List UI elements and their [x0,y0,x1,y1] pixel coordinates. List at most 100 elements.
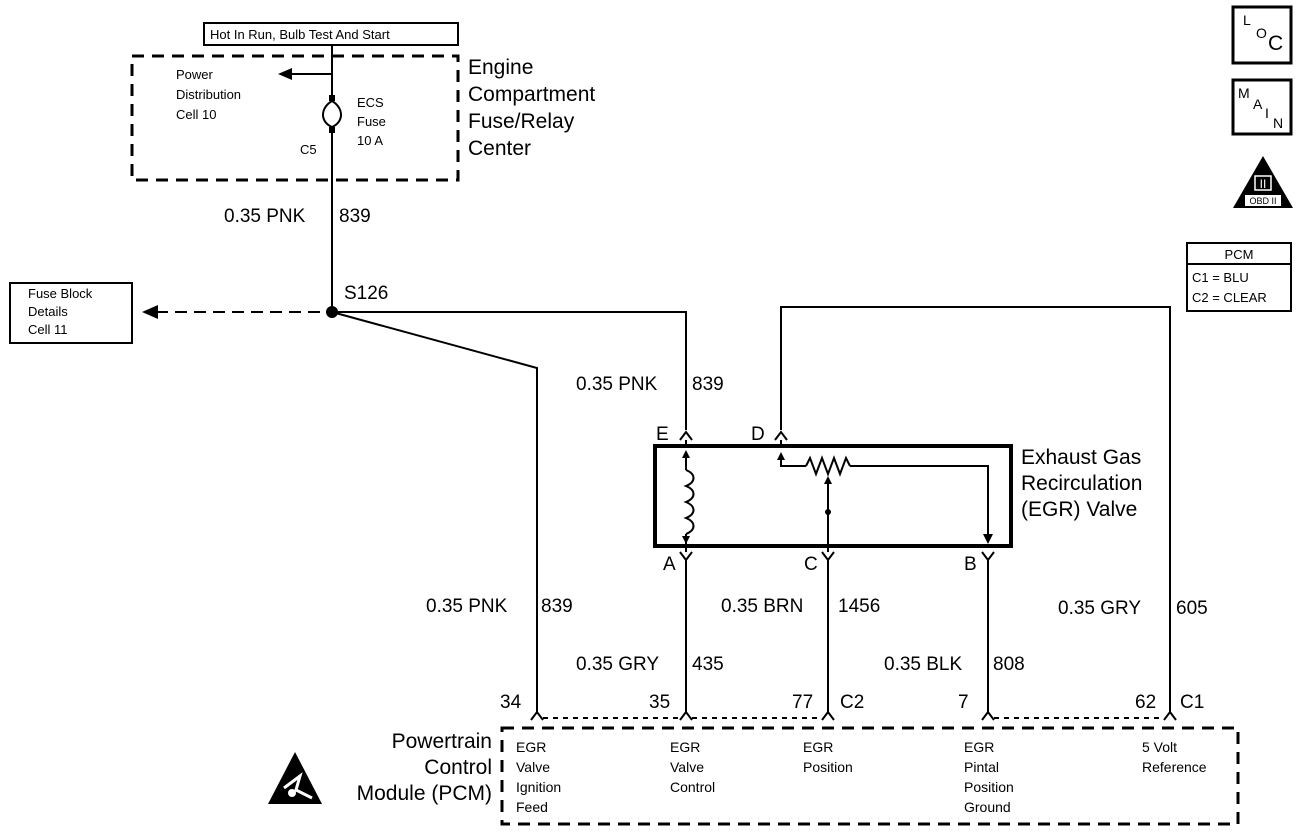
pcm-func-34-1: EGR [516,739,546,755]
egr-pin-e: E [656,424,669,445]
egr-pin-b: B [964,554,977,575]
pcm-func-35-3: Control [670,779,715,795]
wire-7-number: 808 [993,654,1025,675]
wire-35-color: 0.35 GRY [576,654,659,675]
pcm-func-35-1: EGR [670,739,700,755]
pcm-func-77-2: Position [803,759,853,775]
loc-letter-o: O [1256,25,1267,41]
pcm-func-77-1: EGR [803,739,833,755]
fuse-center-title-2: Compartment [468,83,595,106]
fuse-icon [322,100,342,129]
fuse-block-label-3: Cell 11 [28,322,68,337]
pcm-pin-7-label: 7 [958,692,969,713]
pcm-box [500,726,1240,826]
egr-valve-title-2: Recirculation [1021,472,1142,495]
fuse-center-title-1: Engine [468,56,533,79]
pcm-pin-77-icon [821,710,835,721]
fuse-block-reference: Fuse Block Details Cell 11 [9,282,330,344]
egr-pin-c: C [804,554,818,575]
pcm-func-62-2: Reference [1142,759,1207,775]
pcm-title-1: Powertrain [392,730,492,753]
pcm-func-34-2: Valve [516,759,550,775]
pcm-func-35-2: Valve [670,759,704,775]
fuse-block-label-1: Fuse Block [28,286,93,301]
pcm-pin-34-icon [530,710,544,721]
pcm-pin-77-label: 77 [792,692,813,713]
pcm-c1-label: C1 [1180,692,1204,713]
obd-ii-roman: II [1260,177,1267,191]
pcm-title-2: Control [424,756,492,779]
hot-in-run-label: Hot In Run, Bulb Test And Start [210,27,390,42]
pcm-pin-35-icon [679,710,693,721]
pcm-func-34-4: Feed [516,799,548,815]
power-dist-arrow-icon [278,68,292,80]
connector-e-icon [679,430,693,441]
pcm-pin-62-label: 62 [1135,692,1156,713]
egr-pin-a: A [663,554,676,575]
pcm-pin-35-label: 35 [649,692,670,713]
fuse-label-2: Fuse [357,114,386,129]
wire-62-color: 0.35 GRY [1058,598,1141,619]
wire-e-number: 839 [692,374,724,395]
obd-ii-icon[interactable]: II OBD II [1233,156,1293,208]
main-letter-m: M [1238,85,1250,101]
pcm-c2-label: C2 [840,692,864,713]
wire-839-to-egr-e [332,311,687,430]
fuse-label-3: 10 A [357,133,383,148]
connector-c-icon [821,551,835,562]
egr-pin-d: D [751,424,765,445]
fuse-terminal-top [329,95,335,101]
main-letter-n: N [1273,115,1283,131]
pcm-func-7-2: Pintal [964,759,999,775]
obd-ii-text: OBD II [1249,196,1276,206]
pcm-func-7-3: Position [964,779,1014,795]
wire-e-color: 0.35 PNK [576,374,658,395]
pcm-pin-34-label: 34 [500,692,522,713]
wire-7-color: 0.35 BLK [884,654,962,675]
egr-valve-box [653,444,1013,548]
pcm-func-7-1: EGR [964,739,994,755]
pcm-legend-c2: C2 = CLEAR [1192,290,1267,305]
pcm-func-7-4: Ground [964,799,1011,815]
fuse-label-1: ECS [357,95,384,110]
egr-valve-title-3: (EGR) Valve [1021,498,1137,521]
fuse-block-label-2: Details [28,304,68,319]
main-letter-a: A [1253,96,1263,112]
wire-34-color: 0.35 PNK [426,596,508,617]
pcm-title-3: Module (PCM) [357,782,492,805]
esd-warning-icon [268,752,322,804]
loc-button[interactable]: L O C [1231,5,1293,65]
fuse-block-arrow-icon [142,305,158,319]
wire-top-number: 839 [339,206,371,227]
wire-35-number: 435 [692,654,724,675]
loc-letter-l: L [1243,12,1251,28]
pcm-pin-7-icon [981,710,995,721]
pcm-legend-c1: C1 = BLU [1192,270,1249,285]
connector-c5-label: C5 [300,142,317,157]
wire-77-color: 0.35 BRN [721,596,803,617]
pcm-func-62-1: 5 Volt [1142,739,1177,755]
pcm-func-34-3: Ignition [516,779,561,795]
potentiometer-icon [805,455,851,477]
connector-a-icon [679,551,693,562]
main-button[interactable]: M A I N [1231,78,1293,136]
wire-77-number: 1456 [838,596,880,617]
wire-605-d-to-pcm-62 [780,306,1171,714]
pcm-connector-legend: PCM C1 = BLU C2 = CLEAR [1186,242,1292,312]
egr-valve: Exhaust Gas Recirculation (EGR) Valve E … [653,424,1142,575]
power-dist-label-2: Distribution [176,87,241,102]
pcm-module: 34 35 77 C2 7 62 C1 Powertrain Control M… [357,692,1240,826]
fuse-terminal-bottom [329,127,335,133]
main-letter-i: I [1265,105,1269,121]
wire-top-color: 0.35 PNK [224,206,306,227]
connector-d-icon [774,430,788,441]
fuse-relay-center: Hot In Run, Bulb Test And Start Engine C… [130,22,595,310]
pcm-legend-title: PCM [1225,247,1254,262]
splice-s126-label: S126 [344,283,388,304]
wire-34-number: 839 [541,596,573,617]
wire-839-to-pcm-34 [331,311,538,714]
loc-letter-c: C [1268,32,1283,55]
fuse-center-title-3: Fuse/Relay [468,110,575,133]
egr-valve-title-1: Exhaust Gas [1021,446,1141,469]
